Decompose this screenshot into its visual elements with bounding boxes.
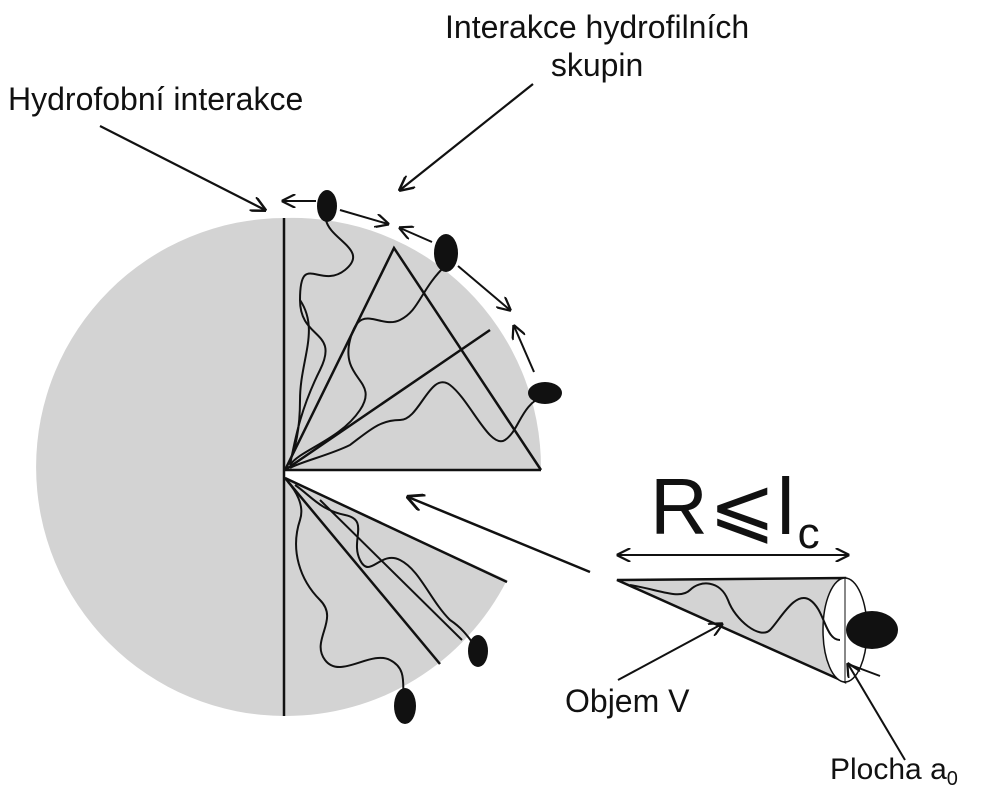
volume-pointer <box>617 624 722 681</box>
head-4 <box>468 635 488 667</box>
hydrophilic-heads <box>317 190 562 724</box>
cone-tail <box>629 582 841 641</box>
head-3 <box>528 382 562 404</box>
hydrophobic-interaction-label: Hydrofobní interakce <box>8 81 304 117</box>
area-subscript: 0 <box>946 768 958 790</box>
area-pointer <box>848 664 906 761</box>
cone-head <box>846 611 898 649</box>
micelle-upper-wedge <box>285 217 542 470</box>
head-5 <box>394 688 416 724</box>
lower-radial-line-2 <box>319 499 463 641</box>
head-area-label: Plocha a0 <box>830 752 958 797</box>
head-interaction-arrows <box>283 201 535 373</box>
formula-subscript: c <box>797 509 821 558</box>
volume-label: Objem V <box>565 683 690 719</box>
formula-main: R⩽l <box>650 462 796 551</box>
head-2 <box>434 234 458 272</box>
surfactant-cone <box>616 576 847 684</box>
upper-cone-outline <box>283 245 543 471</box>
hydrophilic-pointer <box>400 83 534 190</box>
insertion-arrow <box>408 497 591 574</box>
upper-radial-line <box>284 328 491 472</box>
head-1 <box>317 190 337 222</box>
area-main: Plocha a <box>830 753 947 786</box>
hydrophilic-interaction-label: Interakce hydrofilních skupin <box>445 8 749 84</box>
lower-radial-line-1 <box>284 477 441 665</box>
hydrophilic-label-line2: skupin <box>550 47 644 83</box>
critical-length-formula: R⩽lc <box>650 462 821 579</box>
hydrophobic-pointer <box>99 125 265 210</box>
lower-wedge-edge <box>284 476 508 584</box>
micelle-lower-wedge <box>285 478 507 717</box>
hydrophobic-tails <box>287 219 546 706</box>
micelle-left-half <box>36 218 285 716</box>
hydrophilic-label-line1: Interakce hydrofilních <box>445 9 750 45</box>
